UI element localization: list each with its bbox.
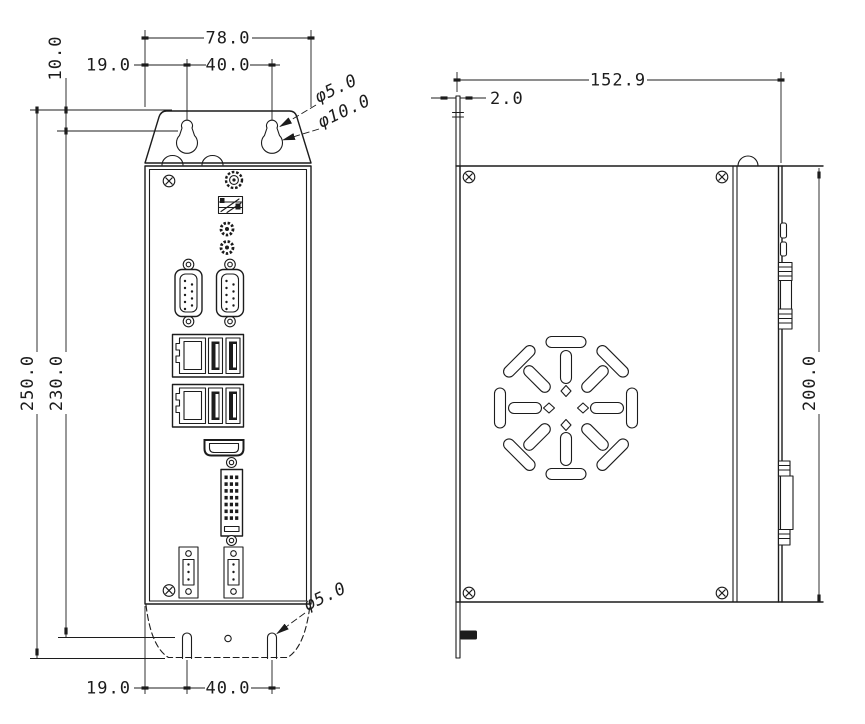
keyhole-slot-left bbox=[175, 119, 199, 154]
dim-plate-thickness: 2.0 bbox=[490, 89, 524, 109]
dvi-profile bbox=[777, 460, 794, 546]
dim-side-height: 200.0 bbox=[800, 355, 820, 411]
dim-depth: 152.9 bbox=[590, 71, 646, 91]
antenna-connector-2 bbox=[219, 240, 235, 255]
side-dimensions: 152.9 2.0 200.0 bbox=[431, 71, 821, 602]
dim-spacing-bottom: 40.0 bbox=[206, 679, 251, 699]
top-edge-arc bbox=[201, 155, 224, 166]
side-screw-bottom-right bbox=[715, 586, 729, 600]
db9-port-1 bbox=[174, 258, 203, 328]
ground-tab bbox=[460, 630, 477, 640]
top-edge-arc bbox=[161, 155, 184, 166]
rj45-usb-block-1 bbox=[171, 333, 245, 378]
bottom-notch-left bbox=[181, 632, 193, 660]
top-bump bbox=[737, 155, 759, 167]
dim-offset-top: 19.0 bbox=[86, 56, 131, 76]
dim-spacing-top: 40.0 bbox=[206, 56, 251, 76]
panel-screw-top bbox=[162, 174, 176, 188]
fan-grille bbox=[493, 335, 639, 481]
dim-width-top: 78.0 bbox=[206, 29, 251, 49]
power-terminal-block-1 bbox=[178, 546, 199, 599]
connector-profiles bbox=[777, 222, 794, 546]
antenna-profile-1 bbox=[779, 222, 788, 239]
bottom-center-hole bbox=[224, 634, 232, 643]
side-body bbox=[455, 155, 824, 603]
hdmi-port bbox=[203, 439, 245, 457]
dim-offset-bottom: 19.0 bbox=[86, 679, 131, 699]
side-screw-bottom-left bbox=[462, 586, 476, 600]
side-view: 152.9 2.0 200.0 bbox=[431, 71, 824, 659]
db9-port-2 bbox=[215, 258, 245, 328]
dim-height-total: 250.0 bbox=[18, 355, 38, 411]
keyhole-slot-right bbox=[260, 119, 284, 154]
dim-height-inner: 230.0 bbox=[47, 355, 67, 411]
dc-terminal-connector bbox=[217, 195, 244, 215]
rj45-usb-block-2 bbox=[171, 383, 245, 428]
top-mounting-bracket bbox=[144, 110, 312, 164]
dim-height-offset: 10.0 bbox=[46, 36, 66, 81]
panel-screw-bottom bbox=[162, 584, 176, 597]
dvi-port bbox=[220, 456, 244, 547]
power-button bbox=[224, 170, 244, 190]
antenna-profile-2 bbox=[779, 241, 788, 257]
power-terminal-block-2 bbox=[223, 546, 244, 599]
side-screw-top-right bbox=[715, 170, 729, 184]
side-screw-top-left bbox=[462, 170, 476, 184]
db9-profile bbox=[777, 261, 793, 330]
bottom-notch-right bbox=[266, 632, 278, 660]
antenna-connector-1 bbox=[219, 221, 235, 237]
bottom-mounting-bracket bbox=[145, 604, 311, 660]
front-view: 78.0 19.0 40.0 10.0 250.0 230.0 φ5.0 bbox=[18, 29, 374, 699]
